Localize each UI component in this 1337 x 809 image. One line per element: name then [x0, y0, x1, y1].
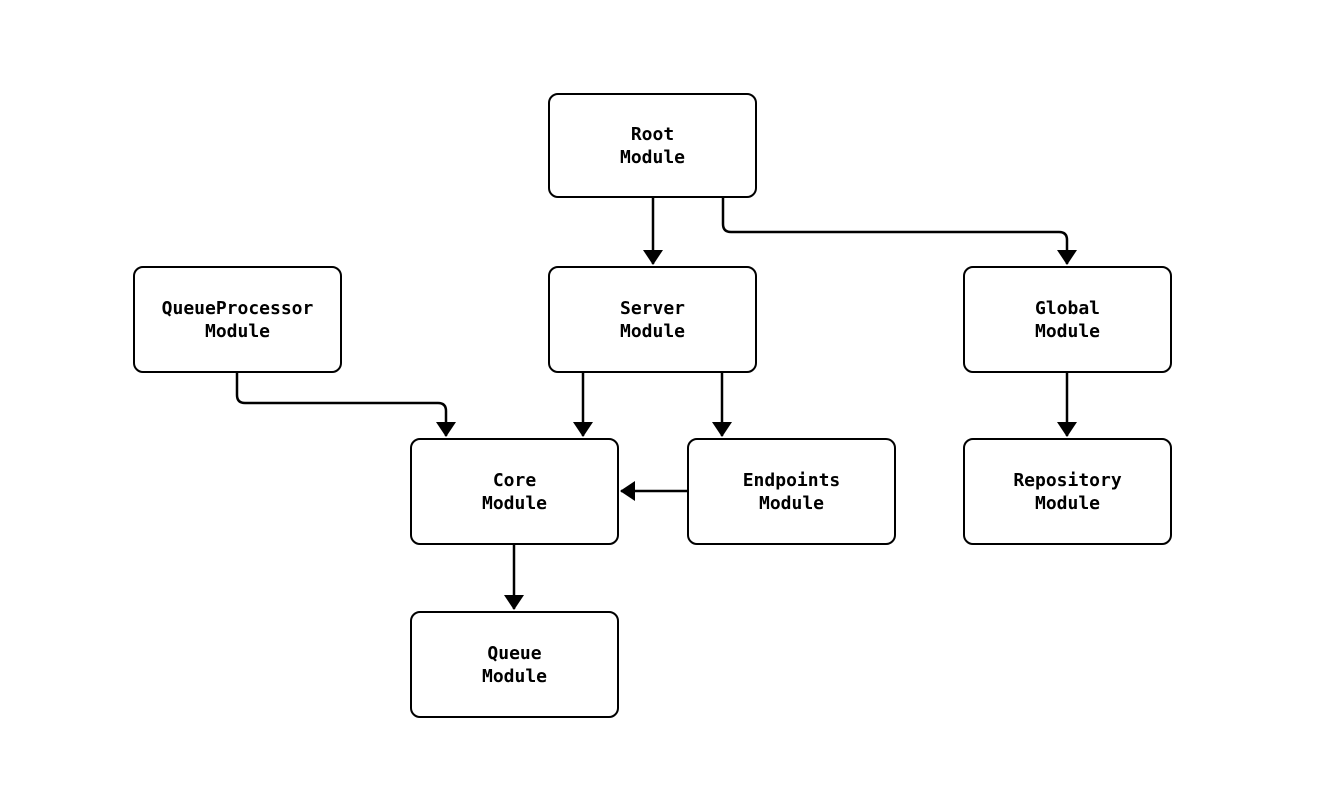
node-endpoints-label-line-2: Module [758, 492, 825, 514]
node-queue-label-line-1: Queue [487, 642, 542, 664]
node-global-label-line-1: Global [1034, 297, 1101, 319]
node-core-label-line-1: Core [492, 469, 537, 491]
edge-root-to-global [721, 198, 1077, 265]
node-root-label-line-1: Root [630, 123, 675, 145]
node-endpoints-label-line-1: Endpoints [742, 469, 841, 491]
edge-queueprocessor-to-core [235, 373, 456, 437]
node-global-label-line-2: Module [1034, 320, 1101, 342]
node-server-label-line-2: Module [619, 320, 686, 342]
node-repository-label-line-1: Repository [1013, 469, 1122, 491]
node-core-label-line-2: Module [481, 492, 548, 514]
node-server-label-line-1: Server [619, 297, 686, 319]
node-repository-label-line-2: Module [1034, 492, 1101, 514]
node-queueprocessor-label-line-1: QueueProcessor [161, 297, 314, 319]
node-queueprocessor-label-line-2: Module [204, 320, 271, 342]
node-queue-label-line-2: Module [481, 665, 548, 687]
node-root-label-line-2: Module [619, 146, 686, 168]
